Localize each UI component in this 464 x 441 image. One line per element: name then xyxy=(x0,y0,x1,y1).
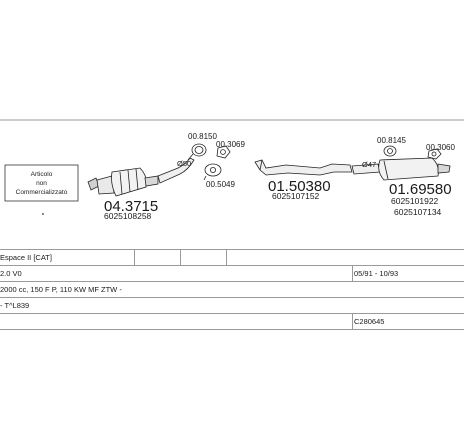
part-number-catalytic: 04.3715 xyxy=(104,198,158,215)
part-number-rear-silencer: 01.69580 xyxy=(389,181,452,198)
fitting-number-rear-gasket: 00.3060 xyxy=(426,143,455,152)
catalog-code-cell: C280645 xyxy=(354,317,385,326)
column-divider xyxy=(352,314,353,329)
catalytic-converter-drawing xyxy=(87,167,159,197)
oem-number-middle-pipe: 6025107152 xyxy=(272,191,320,201)
clamp-drawing xyxy=(187,143,207,161)
front-pipe-drawing xyxy=(157,157,195,184)
note-line-3: Commercializzato xyxy=(16,189,68,196)
fitting-number-clamp: 00.8150 xyxy=(188,132,217,141)
vehicle-info-table: Espace II [CAT] 2.0 V0 05/91 - 10/93 200… xyxy=(0,249,464,330)
column-divider xyxy=(226,250,227,265)
oem-number-rear-silencer-1: 6025101922 xyxy=(391,196,439,206)
diameter-label-front: Ø50 xyxy=(177,159,191,168)
engine-cell: 2.0 V0 xyxy=(0,269,22,278)
fitting-number-flange: 00.5049 xyxy=(206,180,235,189)
table-row: C280645 xyxy=(0,313,464,330)
not-available-note: Articolo non Commercializzato xyxy=(4,164,79,202)
engine-spec-cell: 2000 cc, 150 F P, 110 KW MF ZTW - xyxy=(0,285,122,294)
diameter-label-rear: Ø47 xyxy=(362,160,376,169)
oem-number-rear-silencer-2: 6025107134 xyxy=(394,207,442,217)
dot-marker xyxy=(42,213,44,215)
fitting-number-rear-clamp: 00.8145 xyxy=(377,136,406,145)
rear-silencer-drawing xyxy=(351,157,451,181)
note-line-1: Articolo xyxy=(31,171,53,178)
rear-clamp-drawing xyxy=(383,145,397,157)
column-divider xyxy=(180,250,181,265)
table-row: 2000 cc, 150 F P, 110 KW MF ZTW - xyxy=(0,281,464,297)
part-number-middle-pipe: 01.50380 xyxy=(268,178,331,195)
table-row: 2.0 V0 05/91 - 10/93 xyxy=(0,265,464,281)
table-row: - T^L839 xyxy=(0,297,464,313)
table-row: Espace II [CAT] xyxy=(0,249,464,265)
column-divider xyxy=(134,250,135,265)
exhaust-diagram: Articolo non Commercializzato xyxy=(0,119,464,221)
oem-number-catalytic: 6025108258 xyxy=(104,211,152,221)
fitting-number-gasket: 00.3069 xyxy=(216,140,245,149)
code-cell: - T^L839 xyxy=(0,301,30,310)
model-cell: Espace II [CAT] xyxy=(0,253,52,262)
gasket-drawing xyxy=(216,145,231,159)
flange-drawing xyxy=(203,163,222,181)
middle-pipe-drawing xyxy=(254,159,353,176)
note-line-2: non xyxy=(36,180,47,187)
date-range-cell: 05/91 - 10/93 xyxy=(354,269,399,278)
rear-gasket-drawing xyxy=(427,148,442,160)
column-divider xyxy=(352,266,353,281)
